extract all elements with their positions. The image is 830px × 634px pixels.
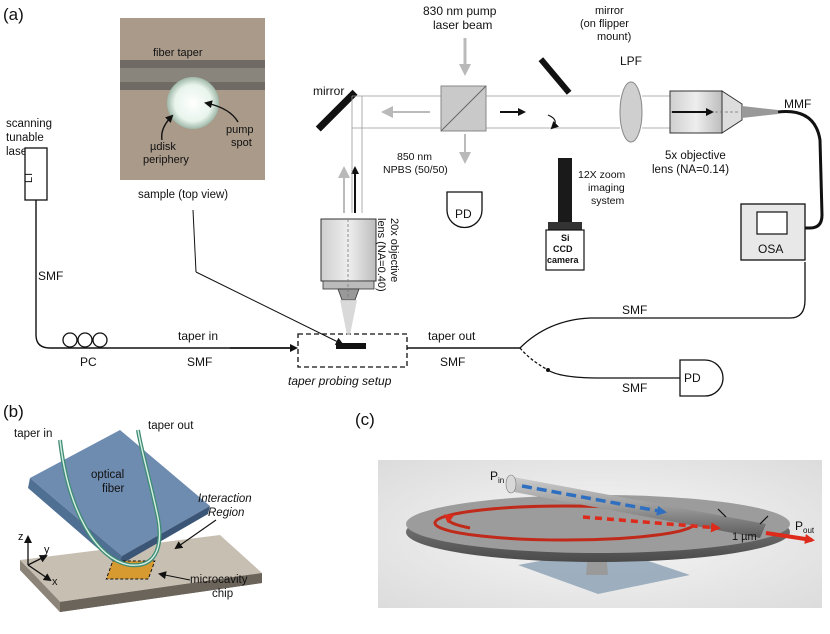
camera-label-3: camera (547, 255, 580, 265)
smf-label-pd: SMF (622, 381, 647, 395)
fiber-block-top (30, 430, 210, 556)
zoom-label-3: system (591, 195, 625, 207)
red-output-arrow (765, 531, 815, 544)
probing-label: taper probing setup (288, 374, 392, 388)
pd-label-out: PD (684, 371, 701, 385)
pump-label-1: 830 nm pump (423, 4, 497, 18)
axis-z-label: z (18, 531, 24, 543)
mirror-flipper (538, 57, 572, 95)
laser-label-2: tunable (6, 132, 44, 144)
polarization-controller (62, 332, 108, 348)
p-out-label: Pout (795, 519, 815, 535)
sample-caption: sample (top view) (138, 189, 228, 201)
optical-fiber-label-2: fiber (102, 483, 125, 495)
osa-screen (756, 211, 788, 235)
smf-label-out: SMF (440, 355, 465, 369)
mirror-left (315, 89, 358, 132)
chip-label-2: chip (212, 588, 233, 600)
objective-20x (320, 218, 377, 335)
udisk-label-2: periphery (143, 154, 189, 166)
objective5-label-2: lens (NA=0.14) (652, 164, 729, 176)
mmf-fiber (777, 110, 824, 230)
axes-triad (24, 535, 52, 582)
panel-a-label: (a) (3, 5, 24, 24)
photodetector-out (679, 359, 724, 397)
pd-label-npbs: PD (455, 207, 472, 221)
panel-b-illustration (20, 429, 262, 612)
taper-probing-box (297, 333, 408, 368)
flipper-label-3: mount) (597, 31, 631, 43)
osa-label: OSA (758, 242, 783, 256)
npbs-label-1: 850 nm (397, 151, 432, 163)
smf-label-osa: SMF (622, 303, 647, 317)
p-in-label: Pin (490, 469, 504, 485)
ccd-camera (545, 229, 585, 271)
sample-stage (336, 343, 366, 349)
red-coupled-arrow (582, 515, 721, 533)
taper-out-label-a: taper out (428, 329, 476, 343)
zoom-label-1: 12X zoom (578, 169, 626, 181)
fiber-taper-label: fiber taper (153, 47, 203, 59)
taper-diameter-label: 1 µm (732, 531, 757, 543)
pc-label: PC (80, 355, 97, 369)
axis-y-label: y (44, 544, 50, 556)
laser-box-label: LT (23, 171, 35, 183)
optical-fiber-label-1: optical (91, 469, 124, 481)
blue-input-arrow (521, 484, 667, 516)
flipper-label-1: mirror (595, 5, 624, 17)
taper-in-label-a: taper in (178, 329, 218, 343)
objective5-label-1: 5x objective (665, 150, 726, 162)
zoom-imaging-tube (558, 158, 572, 222)
panel-c-label: (c) (355, 410, 375, 429)
axis-x-label: x (52, 576, 58, 588)
fiber-laser-to-taper (35, 200, 296, 349)
chip-label-1: microcavity (190, 574, 248, 586)
interaction-label-1: Interaction (198, 493, 252, 505)
objective20-label-1: 20x objective (388, 218, 400, 282)
fiber-taper (508, 476, 766, 538)
mmf-label: MMF (784, 97, 811, 111)
mirror-label: mirror (313, 84, 344, 98)
taper-out-label-b: taper out (148, 420, 194, 432)
smf-label-laser: SMF (38, 269, 63, 283)
lpf-label: LPF (620, 54, 642, 68)
smf-label-in: SMF (187, 355, 212, 369)
pump-spot-glow (167, 77, 219, 129)
sample-photo: fiber taper µdisk periphery pump spot (120, 18, 265, 180)
panel-b-label: (b) (3, 402, 24, 421)
laser-label-1: scanning (6, 118, 52, 130)
pump-label-2: laser beam (433, 18, 492, 32)
zoom-label-2: imaging (588, 182, 625, 194)
pump-spot-label-1: pump (226, 124, 254, 136)
taper-in-label-b: taper in (14, 428, 52, 440)
objective20-label-2: lens (NA=0.40) (375, 218, 387, 292)
panel-c-illustration (378, 460, 822, 608)
flipper-label-2: (on flipper (580, 18, 629, 30)
camera-label-2: CCD (553, 244, 573, 254)
fiber-to-pd (547, 369, 680, 379)
lpf-lens (619, 81, 643, 143)
interaction-label-2: Region (208, 507, 244, 519)
npbs-label-2: NPBS (50/50) (383, 164, 448, 176)
photodetector-npbs (446, 191, 483, 229)
pump-spot-label-2: spot (231, 137, 252, 149)
camera-label-1: Si (561, 233, 570, 243)
udisk-label-1: µdisk (150, 141, 176, 153)
fiber-to-osa (519, 262, 806, 349)
optical-fiber-core (59, 429, 161, 566)
